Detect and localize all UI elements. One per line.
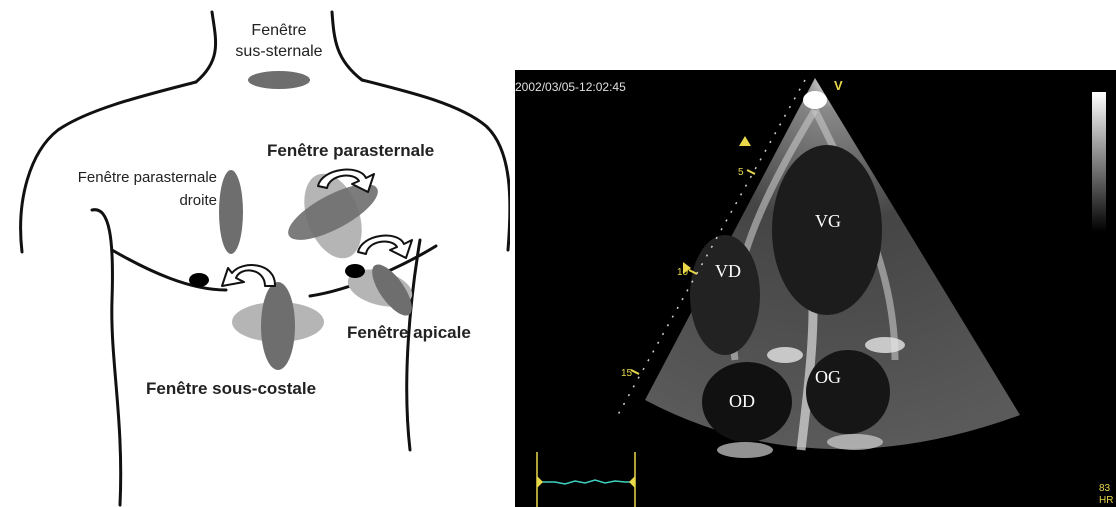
label-og: OG bbox=[815, 367, 841, 387]
timestamp: 2002/03/05-12:02:45 bbox=[515, 80, 626, 94]
label-sus-sternale-line2: sus-sternale bbox=[235, 43, 322, 60]
label-od: OD bbox=[729, 391, 755, 411]
window-sus-sternale bbox=[248, 71, 310, 89]
label-parasternale: Fenêtre parasternale bbox=[267, 141, 434, 160]
window-parasternale-droite bbox=[219, 170, 243, 254]
neck-left-line bbox=[196, 12, 216, 82]
chamber-vd bbox=[690, 235, 760, 355]
depth-label-5: 5 bbox=[738, 167, 744, 178]
atrial-floor-left bbox=[827, 434, 883, 450]
heart-rate-unit: HR bbox=[1099, 495, 1113, 506]
label-vd: VD bbox=[715, 261, 741, 281]
label-apicale: Fenêtre apicale bbox=[347, 323, 471, 342]
depth-label-10: 10 bbox=[677, 267, 689, 278]
chamber-og bbox=[806, 350, 890, 434]
shoulder-right-line bbox=[362, 80, 510, 250]
grayscale-bar bbox=[1092, 92, 1106, 232]
label-parasternale-droite-line2: droite bbox=[179, 192, 217, 209]
nipple-right bbox=[345, 264, 365, 278]
label-sous-costale: Fenêtre sous-costale bbox=[146, 379, 316, 398]
side-right-line bbox=[407, 240, 420, 450]
label-vg: VG bbox=[815, 211, 841, 231]
orientation-marker: V bbox=[834, 78, 843, 93]
nipple-left bbox=[189, 273, 209, 287]
label-sus-sternale-line1: Fenêtre bbox=[251, 22, 306, 39]
rotation-arrow-apicale bbox=[358, 236, 412, 258]
echocardiogram-image: 2002/03/05-12:02:45 V 5 10 15 VG VD OG O… bbox=[515, 70, 1116, 507]
neck-right-line bbox=[332, 12, 362, 80]
atrial-floor-right bbox=[717, 442, 773, 458]
rotation-arrow-sous-costale bbox=[222, 265, 275, 286]
echo-windows-diagram: Fenêtre sus-sternale Fenêtre parasternal… bbox=[0, 0, 510, 507]
tricuspid-annulus bbox=[767, 347, 803, 363]
mitral-annulus bbox=[865, 337, 905, 353]
heart-rate-value: 83 bbox=[1099, 483, 1111, 494]
rib-margin-left bbox=[112, 250, 226, 290]
label-parasternale-droite-line1: Fenêtre parasternale bbox=[78, 169, 217, 186]
depth-label-15: 15 bbox=[621, 368, 633, 379]
window-sous-costale-b bbox=[261, 282, 295, 370]
transducer-near-field bbox=[803, 91, 827, 109]
